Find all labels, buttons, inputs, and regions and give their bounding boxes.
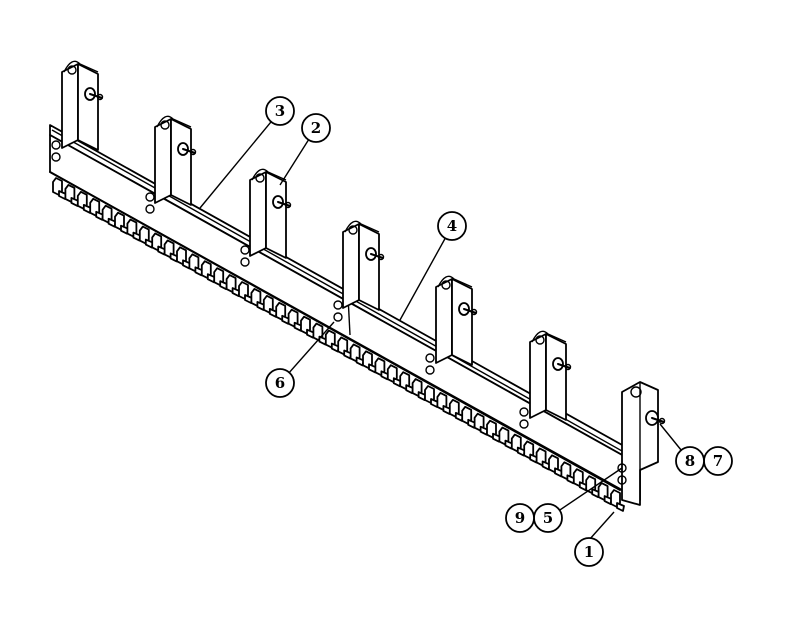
tooth <box>225 274 241 297</box>
bolt-hole-pair <box>425 353 435 375</box>
callout-labels: 1 2 3 4 5 6 7 8 <box>265 96 733 567</box>
cutter-bar-plate <box>49 124 641 501</box>
tooth <box>535 447 551 471</box>
tooth <box>399 371 415 395</box>
tooth <box>337 336 353 360</box>
tooth <box>448 398 464 422</box>
tooth <box>572 468 588 492</box>
tooth <box>188 253 204 277</box>
tooth <box>498 426 514 450</box>
mounting-bracket <box>529 330 572 421</box>
callout-2: 2 <box>301 113 331 143</box>
callout-5: 5 <box>533 503 563 533</box>
mounting-bracket <box>154 115 197 206</box>
tooth <box>300 315 315 339</box>
bolt-hole-pair <box>51 140 61 162</box>
tooth <box>362 350 377 374</box>
mounting-bracket <box>435 275 478 366</box>
bolt-hole-pair <box>519 407 529 429</box>
bolt-hole-pair <box>240 245 250 267</box>
svg-text:2: 2 <box>311 119 321 137</box>
tooth <box>200 260 216 284</box>
mounting-bracket <box>61 60 104 151</box>
svg-text:3: 3 <box>275 102 285 120</box>
tooth <box>176 246 191 270</box>
leader-1 <box>588 511 615 541</box>
tooth <box>275 301 291 325</box>
tooth <box>560 461 576 485</box>
tooth <box>151 232 167 256</box>
bolt-holes <box>51 140 529 429</box>
tooth <box>89 197 105 221</box>
svg-text:7: 7 <box>713 452 723 470</box>
tooth <box>138 225 154 249</box>
tooth <box>386 364 402 388</box>
tooth-row-edge <box>49 171 621 491</box>
tooth <box>114 211 129 235</box>
svg-text:8: 8 <box>685 452 695 470</box>
tooth <box>52 177 67 200</box>
bolt-hole-pair <box>333 300 343 322</box>
tooth <box>238 281 253 304</box>
tooth <box>349 343 365 367</box>
tooth <box>250 288 266 311</box>
tooth <box>213 267 229 291</box>
svg-text:5: 5 <box>543 509 553 527</box>
tooth <box>374 357 390 381</box>
tooth <box>510 433 526 457</box>
svg-text:9: 9 <box>515 509 525 527</box>
tooth <box>76 190 92 214</box>
mounting-bracket <box>342 220 385 311</box>
callout-6: 6 <box>265 368 295 398</box>
tooth <box>486 419 501 443</box>
tooth <box>126 218 142 242</box>
leader-3 <box>199 110 281 209</box>
tooth <box>436 392 452 415</box>
tooth <box>163 239 179 263</box>
callout-4: 4 <box>437 211 467 241</box>
tooth <box>287 308 303 332</box>
tooth <box>610 489 625 512</box>
callout-8: 8 <box>675 446 705 476</box>
mounting-brackets <box>61 60 572 421</box>
leader-4 <box>399 225 453 321</box>
callout-7: 7 <box>703 446 733 476</box>
bolt-hole-pair <box>145 192 155 214</box>
tooth <box>101 204 117 228</box>
callout-3: 3 <box>265 96 295 126</box>
tooth <box>473 412 489 436</box>
callout-9: 9 <box>505 503 535 533</box>
mounting-bracket <box>249 168 292 259</box>
callout-1: 1 <box>574 537 604 567</box>
tooth <box>585 475 601 499</box>
svg-text:6: 6 <box>275 374 285 392</box>
tooth <box>461 405 477 429</box>
tooth-row <box>49 171 625 512</box>
tooth <box>523 440 539 464</box>
svg-text:4: 4 <box>447 217 457 235</box>
tooth <box>597 482 613 505</box>
tooth <box>262 294 278 318</box>
tooth <box>548 454 563 478</box>
tooth <box>424 385 439 408</box>
end-plate <box>617 381 666 506</box>
tooth <box>312 322 328 346</box>
svg-text:1: 1 <box>584 543 594 561</box>
tooth <box>64 184 80 207</box>
tooth <box>411 378 427 401</box>
tooth <box>324 329 340 353</box>
